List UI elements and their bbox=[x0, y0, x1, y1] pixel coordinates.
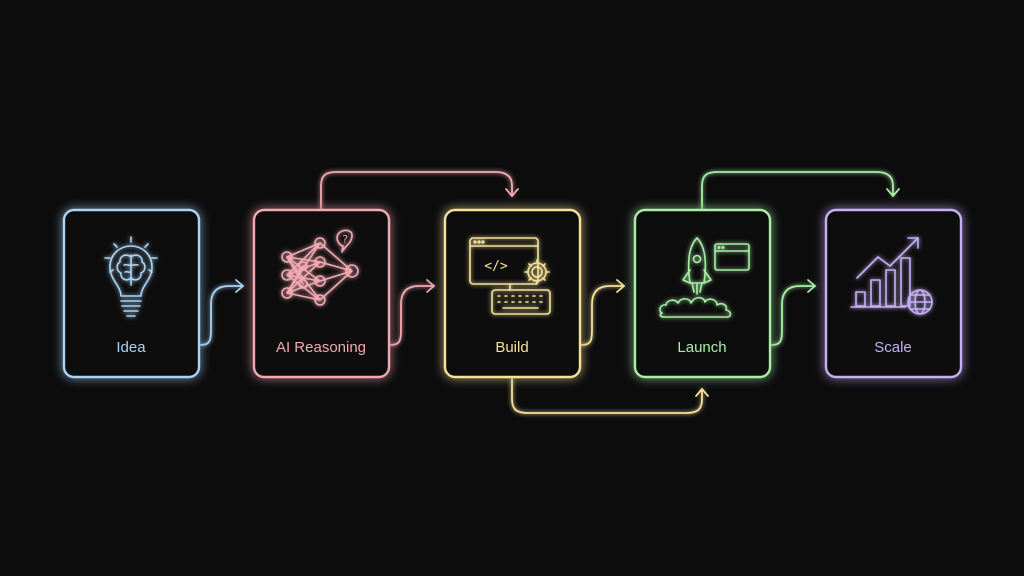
arrowhead-icon bbox=[426, 279, 435, 293]
connector-ai-reasoning-to-build-forward bbox=[388, 285, 435, 346]
step-launch: Launch bbox=[633, 208, 772, 379]
step-ai-reasoning: ? AI Reasoning bbox=[252, 208, 391, 379]
growth-chart-globe-icon bbox=[850, 237, 933, 315]
rocket-launch-icon bbox=[659, 237, 750, 318]
globe-icon bbox=[907, 289, 933, 315]
code-window-keyboard-gear-icon bbox=[469, 237, 551, 315]
arrowhead-icon bbox=[616, 279, 625, 293]
lightbulb-brain-icon bbox=[104, 236, 158, 317]
keyboard-icon bbox=[491, 283, 551, 315]
question-bubble-icon bbox=[336, 229, 353, 253]
connector-launch-to-scale-forward bbox=[769, 285, 816, 346]
trend-arrow-icon bbox=[856, 237, 919, 279]
arrowhead-icon bbox=[505, 188, 519, 197]
step-build: </> Build bbox=[443, 208, 582, 379]
card-scale bbox=[824, 208, 963, 379]
smoke-cloud-icon bbox=[659, 296, 732, 318]
bar-chart-icon bbox=[850, 257, 911, 308]
arrowhead-icon bbox=[235, 279, 244, 293]
step-idea: Idea bbox=[62, 208, 201, 379]
small-window-icon bbox=[714, 243, 750, 271]
connector-build-to-launch-loop-under bbox=[511, 376, 703, 414]
step-scale: Scale bbox=[824, 208, 963, 379]
card-build bbox=[443, 208, 582, 379]
connector-launch-to-scale-loop-over bbox=[701, 171, 894, 211]
connector-build-to-launch-forward bbox=[579, 285, 625, 346]
browser-window-icon bbox=[469, 237, 539, 285]
rocket-icon bbox=[682, 237, 712, 295]
step-label-idea: Idea bbox=[116, 339, 146, 356]
card-idea bbox=[62, 208, 201, 379]
question-mark-glyph: ? bbox=[342, 233, 349, 246]
connector-ai-reasoning-to-build-loop-over bbox=[320, 171, 513, 211]
step-label-launch: Launch bbox=[677, 339, 726, 356]
step-label-build: Build bbox=[495, 339, 528, 356]
code-tag-glyph: </> bbox=[484, 259, 508, 274]
neural-network-question-icon bbox=[281, 229, 359, 306]
network-nodes bbox=[281, 237, 359, 306]
arrowhead-icon bbox=[807, 279, 816, 293]
step-label-scale: Scale bbox=[874, 339, 912, 356]
connectors bbox=[198, 171, 900, 414]
arrowhead-icon bbox=[695, 388, 709, 397]
arrowhead-icon bbox=[886, 188, 900, 197]
connector-idea-to-ai-reasoning-forward bbox=[198, 285, 244, 346]
gear-icon bbox=[524, 259, 550, 285]
step-label-ai-reasoning: AI Reasoning bbox=[276, 339, 366, 356]
